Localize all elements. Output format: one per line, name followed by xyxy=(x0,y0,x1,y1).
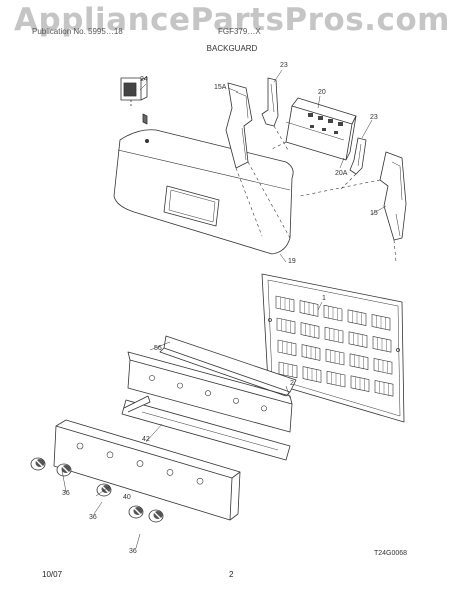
panel-hole xyxy=(233,397,239,404)
footer-date: 10/07 xyxy=(42,570,63,579)
alignment-lines xyxy=(235,125,397,263)
callout-1: 1 xyxy=(322,295,326,302)
callout-19: 19 xyxy=(288,258,296,265)
callout-36-middle: 36 xyxy=(89,514,97,521)
callout-15: 15 xyxy=(370,210,378,217)
faceplate-part-40[interactable] xyxy=(53,419,241,521)
panel-hole xyxy=(177,382,183,389)
publication-number: Publication No. 5995…18 xyxy=(32,27,123,36)
trim-strip-42[interactable] xyxy=(121,395,291,461)
callout-23-lower: 23 xyxy=(370,114,378,121)
faceplate-hole xyxy=(166,469,174,476)
end-bracket-15[interactable] xyxy=(379,151,407,241)
callout-24: 24 xyxy=(140,76,148,83)
panel-hole xyxy=(261,405,267,412)
faceplate-hole xyxy=(76,442,84,450)
callout-20: 20 xyxy=(318,89,326,96)
watermark-text: AppliancePartsPros.com xyxy=(14,2,450,38)
callout-56: 56 xyxy=(154,345,162,352)
callout-40: 40 xyxy=(123,494,131,501)
electronic-control-20[interactable] xyxy=(285,97,357,161)
callout-15a: 15A xyxy=(214,84,227,91)
diagram-code: T24G0068 xyxy=(374,550,408,557)
knob-pointer xyxy=(60,464,70,474)
faceplate-hole xyxy=(106,451,114,459)
leader-lines xyxy=(61,69,387,549)
callout-42: 42 xyxy=(142,436,150,443)
clip-part-23-upper[interactable] xyxy=(261,77,279,127)
rear-panel-1[interactable] xyxy=(261,273,405,423)
footer-page-number: 2 xyxy=(229,570,234,579)
panel-hole xyxy=(205,390,211,397)
faceplate-hole xyxy=(136,460,144,467)
knob-pointer xyxy=(34,458,44,468)
section-title: BACKGUARD xyxy=(206,44,258,53)
faceplate-hole xyxy=(196,477,204,485)
callout-2: 2 xyxy=(290,380,294,387)
callout-20a: 20A xyxy=(335,170,348,177)
callout-36-right: 36 xyxy=(129,548,137,555)
clip-part-23-lower[interactable] xyxy=(349,137,367,175)
callout-36-left: 36 xyxy=(62,490,70,497)
control-panel-2[interactable] xyxy=(127,351,293,433)
knob-pointer xyxy=(132,506,142,516)
model-number: FGF379…X xyxy=(218,27,261,36)
callout-23-upper: 23 xyxy=(280,62,288,69)
switch-part-24[interactable] xyxy=(120,76,148,125)
knob-pointer xyxy=(152,510,162,520)
backguard-panel-19[interactable] xyxy=(113,129,294,255)
knob-pointer xyxy=(100,484,110,494)
panel-hole xyxy=(149,375,155,381)
